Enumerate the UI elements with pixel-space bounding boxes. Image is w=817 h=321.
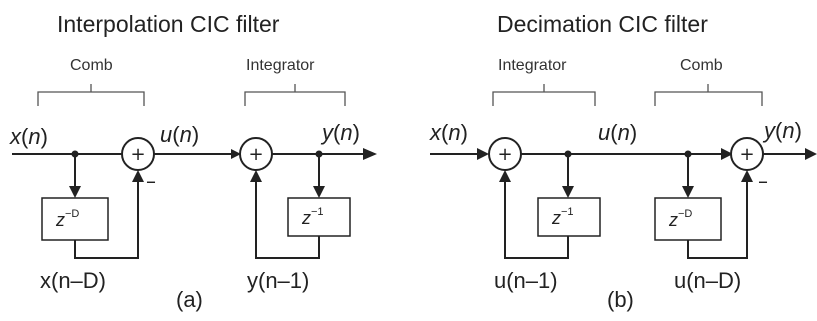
decim-int-feedback-wire xyxy=(504,180,569,259)
decim-output-arrow xyxy=(805,148,817,160)
decim-int-feedback-label: u(n–1) xyxy=(494,268,558,293)
interp-comb-delay: z−D xyxy=(55,208,79,230)
plus-icon: + xyxy=(248,144,263,165)
decim-integrator-bracket xyxy=(492,84,596,106)
interp-mid-arrow xyxy=(231,149,241,159)
decim-comb-bracket xyxy=(654,84,763,106)
decim-integrator-label: Integrator xyxy=(498,57,567,74)
interp-comb-up-arrow xyxy=(132,170,144,182)
plus-icon: + xyxy=(497,144,512,165)
interp-output-arrow xyxy=(363,148,377,160)
interp-int-delay-box xyxy=(287,197,351,237)
decim-mid-label: u(n) xyxy=(598,120,637,145)
plus-icon: + xyxy=(130,144,145,165)
plus-icon: + xyxy=(739,144,754,165)
decim-comb-delay-box xyxy=(654,197,722,241)
decim-output-label: y(n) xyxy=(762,118,802,143)
panel-label-a: (a) xyxy=(176,287,203,312)
decim-minus-sign: – xyxy=(758,169,768,193)
decim-input-label: x(n) xyxy=(429,120,468,145)
interp-input-label: x(n) xyxy=(9,124,48,149)
interp-int-feedback-wire xyxy=(255,180,320,259)
decim-input-arrow xyxy=(477,148,489,160)
interp-comb-feedback-label: x(n–D) xyxy=(40,268,106,293)
interp-int-feedback-label: y(n–1) xyxy=(247,268,309,293)
decim-int-up-arrow xyxy=(499,170,511,182)
interp-int-delay: z−1 xyxy=(301,206,324,228)
decim-comb-delay: z−D xyxy=(668,208,692,230)
interp-comb-feedback-wire xyxy=(74,180,139,259)
decim-mid-arrow xyxy=(721,148,733,160)
interp-comb-down-arrow xyxy=(69,186,81,198)
interp-output-label: y(n) xyxy=(320,120,360,145)
decim-int-down-arrow xyxy=(562,186,574,198)
decim-int-delay-box xyxy=(537,197,601,237)
decim-comb-adder xyxy=(730,137,764,171)
interpolation-title: Interpolation CIC filter xyxy=(57,11,280,37)
interp-minus-sign: – xyxy=(146,169,156,193)
interp-comb-label: Comb xyxy=(70,57,113,74)
interp-int-down-arrow xyxy=(313,186,325,198)
decim-comb-label: Comb xyxy=(680,57,723,74)
decim-comb-up-arrow xyxy=(741,170,753,182)
decim-int-delay: z−1 xyxy=(551,206,574,228)
decim-comb-down-arrow xyxy=(682,186,694,198)
decim-comb-feedback-wire xyxy=(687,180,748,259)
decimation-title: Decimation CIC filter xyxy=(497,11,708,37)
decim-comb-feedback-label: u(n–D) xyxy=(674,268,741,293)
interp-integrator-bracket xyxy=(244,84,346,106)
interp-comb-bracket xyxy=(37,84,145,106)
interp-int-up-arrow xyxy=(250,170,262,182)
interp-comb-adder xyxy=(121,137,155,171)
interp-mid-label: u(n) xyxy=(160,122,199,147)
interpolation-panel: Interpolation CIC filter Comb Integrator… xyxy=(9,11,377,312)
interp-integrator-label: Integrator xyxy=(246,57,315,74)
decimation-panel: Decimation CIC filter Integrator Comb + … xyxy=(429,11,817,312)
panel-label-b: (b) xyxy=(607,287,634,312)
